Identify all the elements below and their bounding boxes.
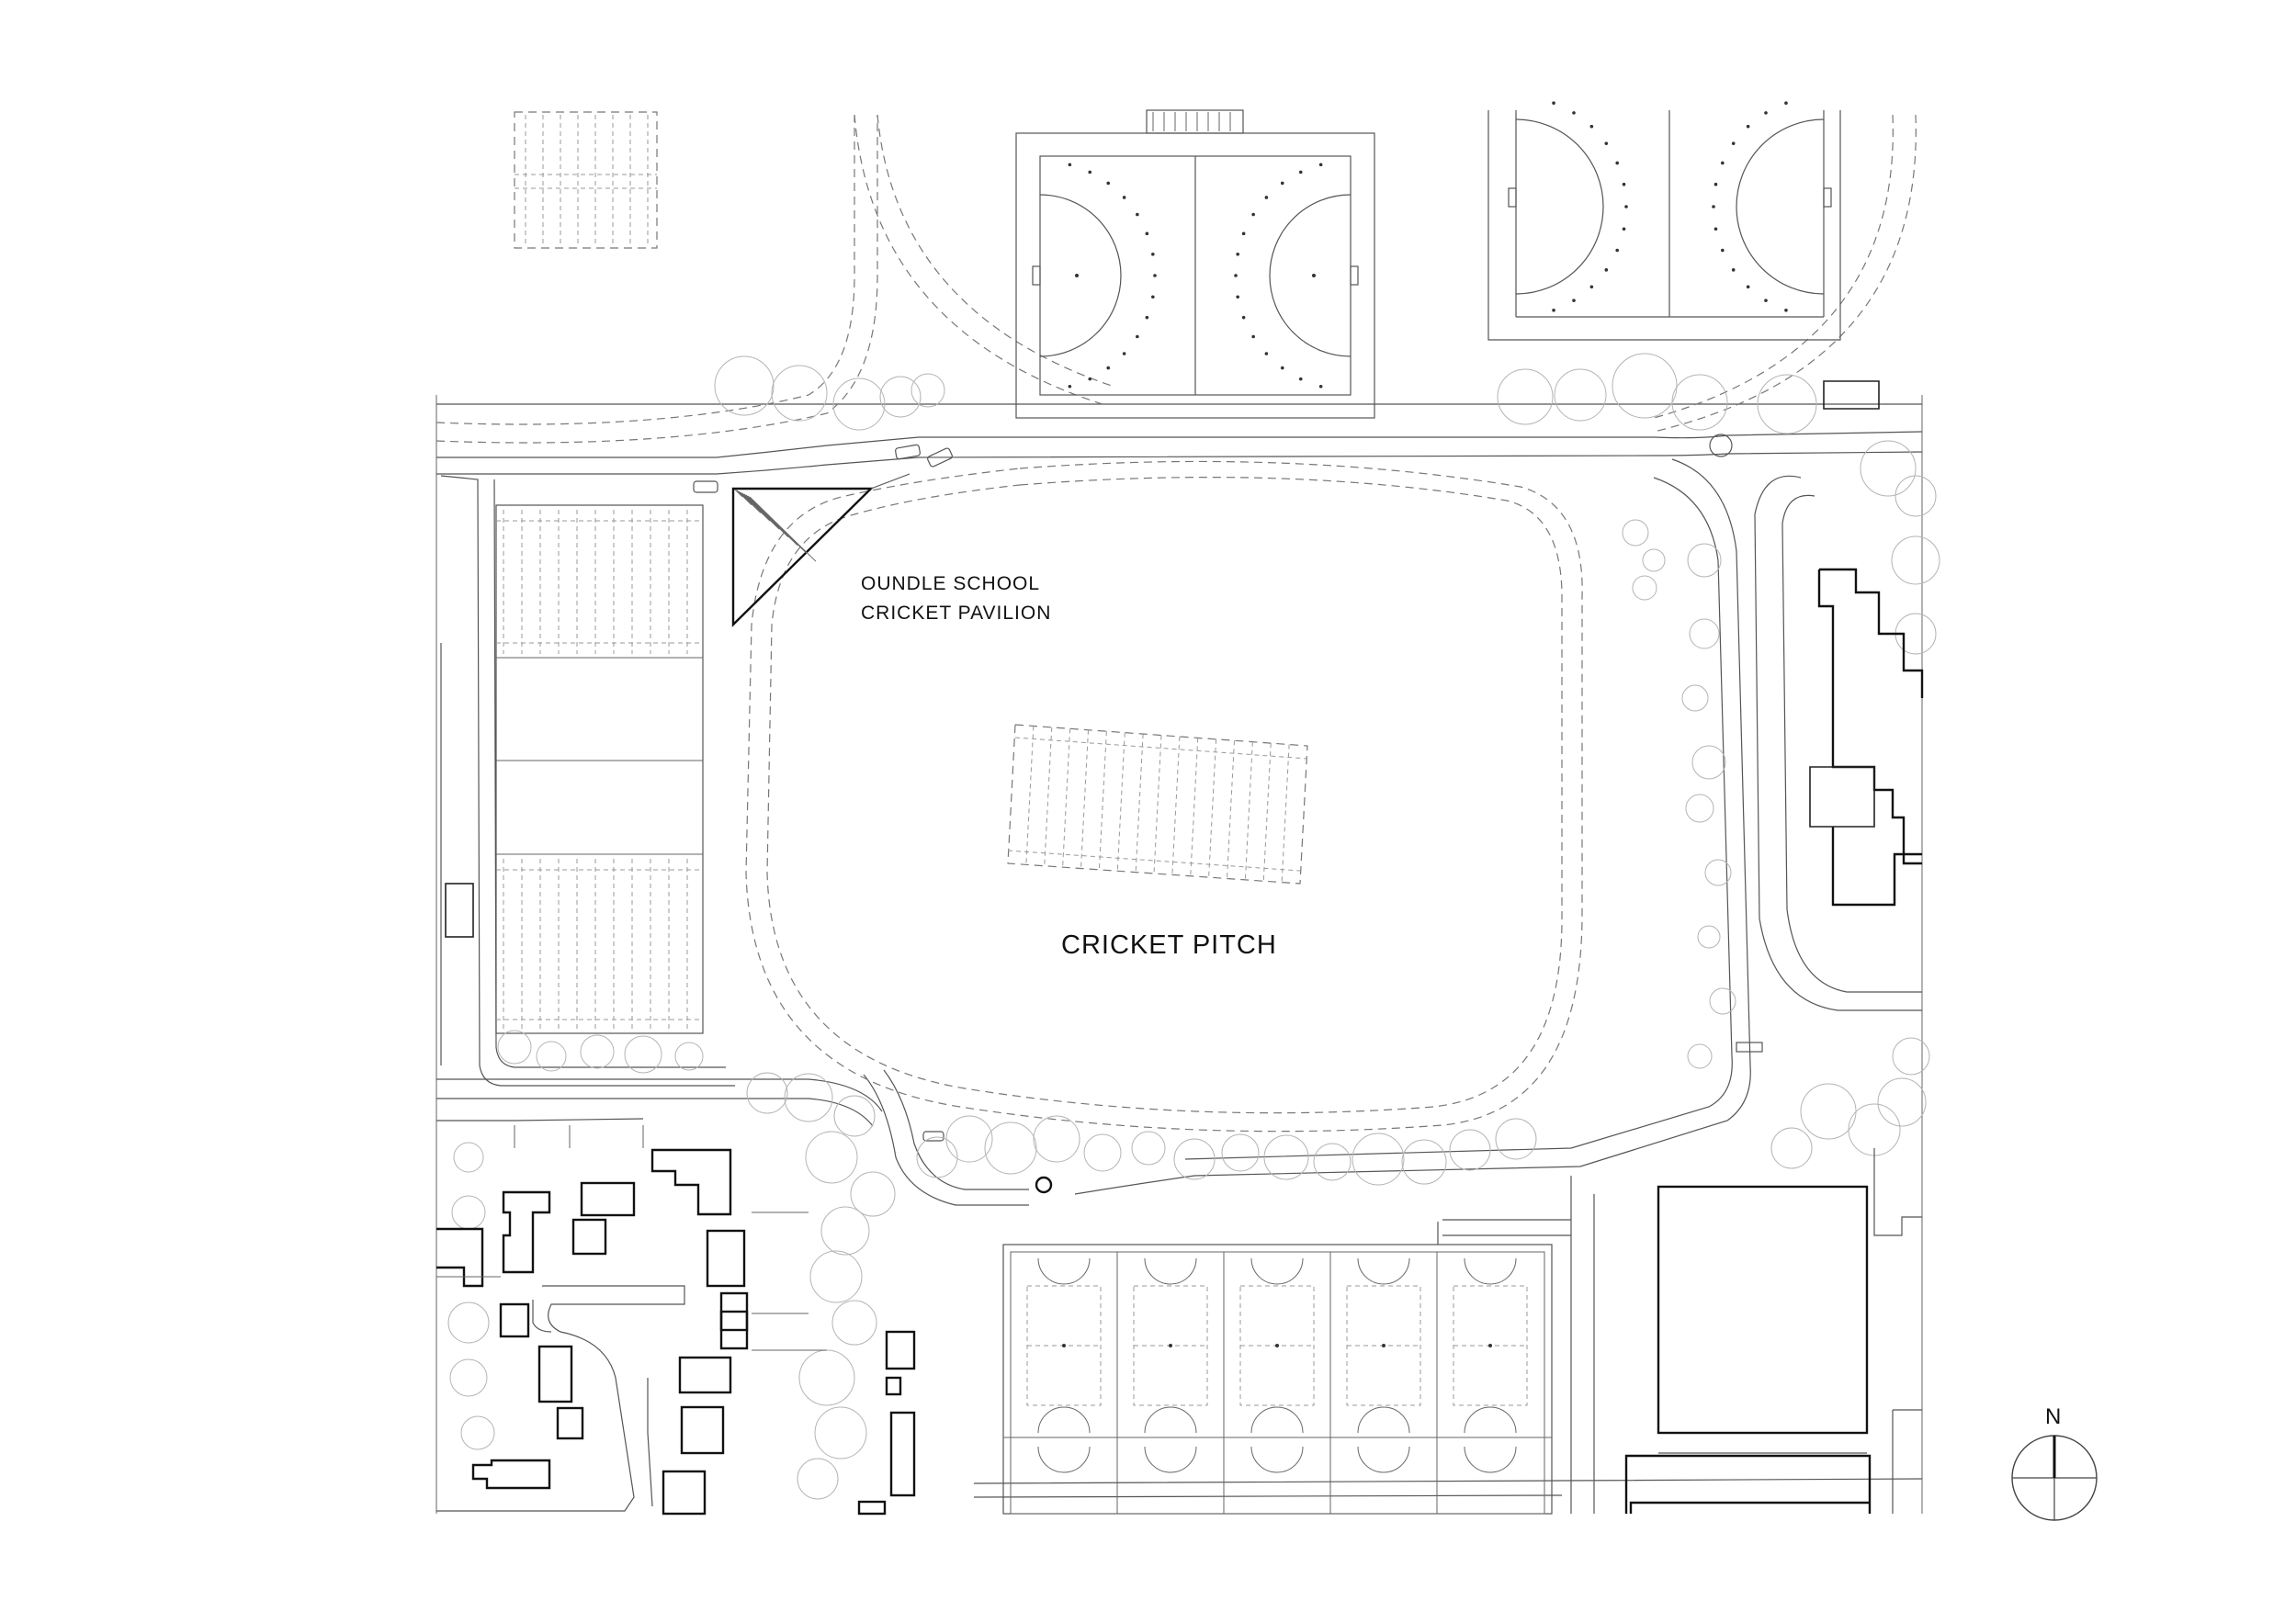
map-frame xyxy=(435,395,1923,1514)
trees xyxy=(447,353,1940,1500)
east-buildings xyxy=(1809,380,1924,907)
cricket-square xyxy=(1007,724,1308,885)
parked-cars xyxy=(693,444,953,1142)
north-arrow: N xyxy=(2011,1404,2098,1521)
hockey-pitch-north-east xyxy=(1487,101,1841,341)
roads xyxy=(436,403,1923,1512)
north-nets xyxy=(514,111,658,249)
housing xyxy=(436,1042,1763,1516)
north-label: N xyxy=(2045,1404,2061,1429)
pitch-label: CRICKET PITCH xyxy=(1061,930,1277,960)
pavilion-label-line1: OUNDLE SCHOOL xyxy=(861,573,1040,594)
cricket-pavilion xyxy=(731,473,910,627)
west-nets xyxy=(440,504,704,1065)
hockey-pitch-north xyxy=(1015,109,1375,419)
astro-pitches xyxy=(1002,1244,1553,1515)
sports-hall xyxy=(1437,1148,1922,1514)
cricket-ground-boundary xyxy=(745,460,1583,1133)
north-field-arcs xyxy=(435,114,1917,444)
pavilion-label-line2: CRICKET PAVILION xyxy=(861,603,1051,624)
